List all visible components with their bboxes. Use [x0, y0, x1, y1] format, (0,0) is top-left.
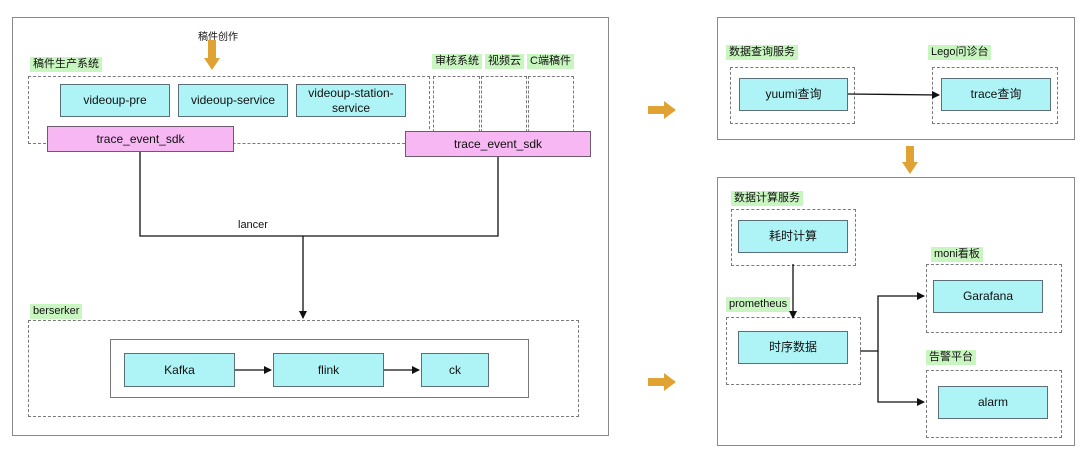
- line-yuumi-to-trace: [847, 90, 940, 99]
- node-ck: ck: [421, 353, 489, 387]
- node-duration-compute: 耗时计算: [738, 220, 848, 253]
- moni-group: [926, 264, 1062, 333]
- down-arrow-query-to-compute: [902, 146, 918, 174]
- node-garafana: Garafana: [933, 280, 1043, 313]
- compute-service-label: 数据计算服务: [731, 191, 803, 206]
- prometheus-label: prometheus: [726, 297, 791, 312]
- sdk-left: trace_event_sdk: [47, 126, 234, 152]
- production-system-label: 稿件生产系统: [30, 57, 102, 72]
- node-videoup-station-service: videoup-station-service: [296, 84, 406, 117]
- node-yuumi-query: yuumi查询: [739, 78, 848, 111]
- moni-board-label: moni看板: [931, 247, 983, 262]
- node-videoup-pre: videoup-pre: [60, 84, 170, 117]
- lego-label: Lego问诊台: [928, 45, 992, 60]
- node-timeseries: 时序数据: [738, 331, 848, 364]
- line-sdk-left-to-lancer: [139, 152, 499, 237]
- line-timeseries-to-alarm: [877, 351, 925, 406]
- pipeline-box: [110, 339, 529, 398]
- c-end-label: C端稿件: [527, 54, 574, 69]
- alert-platform-label: 告警平台: [926, 350, 976, 365]
- query-service-label: 数据查询服务: [726, 45, 798, 60]
- alert-group: [926, 370, 1062, 438]
- query-service-group: [730, 67, 855, 124]
- lancer-label: lancer: [238, 219, 268, 231]
- node-alarm: alarm: [938, 386, 1048, 419]
- berserker-label: berserker: [30, 304, 83, 319]
- video-cloud-label: 视频云: [485, 54, 524, 69]
- berserker-group: [28, 320, 579, 417]
- right-arrow-to-query: [648, 101, 676, 119]
- review-system-label: 审核系统: [432, 54, 482, 69]
- line-timeseries-to-garafana: [860, 292, 925, 352]
- right-arrow-to-compute: [648, 373, 676, 391]
- node-flink: flink: [273, 353, 384, 387]
- manuscript-creation-label: 稿件创作: [198, 32, 238, 43]
- sdk-right: trace_event_sdk: [405, 131, 591, 157]
- node-videoup-service: videoup-service: [178, 84, 288, 117]
- down-arrow-creation: [204, 40, 220, 70]
- node-trace-query: trace查询: [941, 78, 1051, 111]
- node-kafka: Kafka: [124, 353, 235, 387]
